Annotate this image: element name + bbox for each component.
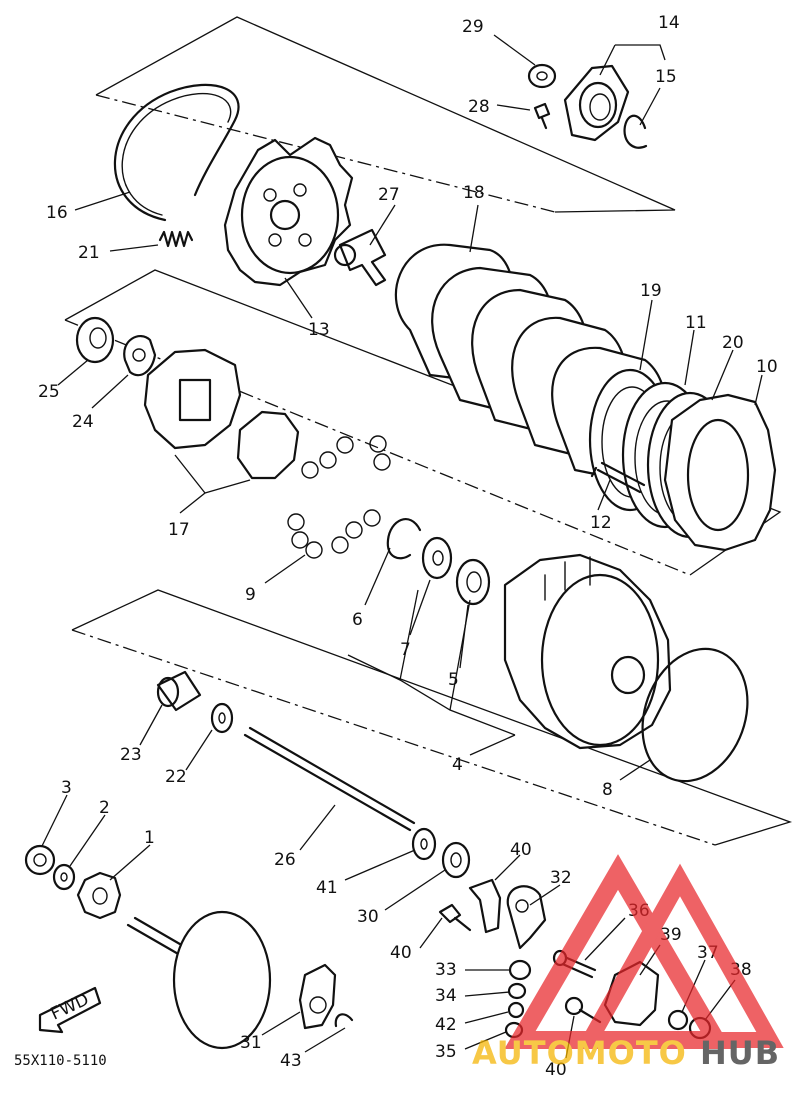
part-7-washer — [421, 536, 453, 580]
part-42-washer — [411, 827, 437, 861]
label-part-34: 34 — [435, 986, 457, 1006]
part-29-nut — [527, 63, 557, 89]
label-part-13: 13 — [308, 320, 330, 340]
label-part-24: 24 — [72, 412, 94, 432]
part-31-push-lever — [298, 963, 337, 1030]
part-30-oil-seal — [441, 841, 471, 879]
leader-lines — [41, 34, 763, 1059]
label-part-33: 33 — [435, 960, 457, 980]
label-part-18: 18 — [463, 183, 485, 203]
part-1-primary-drive-gear — [76, 871, 122, 920]
label-part-17: 17 — [168, 520, 190, 540]
label-part-22: 22 — [165, 767, 187, 787]
part-32-cable-holder — [506, 885, 547, 950]
label-part-1: 1 — [144, 828, 155, 848]
part-4-clutch-housing — [503, 553, 672, 750]
part-40-bolt-upper — [438, 903, 472, 932]
part-21-spring — [158, 230, 194, 248]
part-33-collar — [508, 959, 532, 981]
part-2-washer — [52, 863, 76, 891]
label-part-4: 4 — [452, 755, 463, 775]
label-part-6: 6 — [352, 610, 363, 630]
label-part-41: 40 — [510, 840, 532, 860]
group-box-housing — [71, 589, 793, 846]
label-part-35: 35 — [435, 1042, 457, 1062]
crankshaft-with-web — [126, 910, 272, 1050]
label-part-19: 19 — [640, 281, 662, 301]
part-34-washer — [507, 982, 527, 1000]
label-part-16: 16 — [46, 203, 68, 223]
part-10-clutch-boss — [663, 393, 777, 552]
label-part-44: 43 — [280, 1051, 302, 1071]
label-part-20: 20 — [722, 333, 744, 353]
part-22-washer — [210, 702, 234, 734]
label-part-27: 27 — [378, 185, 400, 205]
label-part-43: 42 — [435, 1015, 457, 1035]
watermark-text-right: HUB — [700, 1034, 780, 1072]
part-37-washer — [667, 1009, 689, 1031]
part-27-push-lifter — [333, 228, 387, 287]
label-part-31: 31 — [240, 1033, 262, 1053]
label-part-10: 10 — [756, 357, 778, 377]
part-14-bearing-housing — [563, 64, 630, 142]
label-part-32: 32 — [550, 868, 572, 888]
fwd-arrow: FWD — [38, 986, 102, 1034]
part-15-circlip — [623, 114, 648, 149]
part-26-push-rod — [243, 726, 416, 832]
label-part-40-lower: 40 — [545, 1060, 567, 1080]
label-part-30: 30 — [357, 907, 379, 927]
label-part-28: 28 — [468, 97, 490, 117]
part-28-screw — [533, 102, 551, 130]
part-24-lock-washer — [123, 335, 157, 377]
label-part-25: 25 — [38, 382, 60, 402]
part-3-nut — [24, 844, 56, 876]
watermark-triangle-right — [576, 863, 784, 1048]
part-8-o-ring — [641, 647, 749, 783]
part-9-steel-balls — [287, 435, 391, 559]
part-number-labels: 29 14 15 28 16 27 18 21 13 19 11 20 10 2… — [38, 13, 778, 1080]
label-part-14: 14 — [658, 13, 680, 33]
label-part-9: 9 — [245, 585, 256, 605]
part-13-pressure-plate — [223, 136, 354, 287]
part-43-spring-washer — [507, 1001, 525, 1019]
label-part-3: 3 — [61, 778, 72, 798]
part-41-bracket — [468, 878, 502, 934]
part-25-oil-seal — [75, 316, 115, 364]
part-5-thrust-washer — [455, 558, 491, 606]
label-part-8: 8 — [602, 780, 613, 800]
watermark-text-left: AUTOMOTO — [472, 1034, 687, 1072]
label-part-26: 26 — [274, 850, 296, 870]
label-part-21: 21 — [78, 243, 100, 263]
drawing-code: 55X110-5110 — [14, 1053, 107, 1069]
label-part-29: 29 — [462, 17, 484, 37]
part-12-bolt — [590, 461, 646, 494]
label-part-15: 15 — [655, 67, 677, 87]
part-17-one-way-clutch-gear — [143, 348, 300, 480]
automotohub-watermark: AUTOMOTO HUB — [472, 854, 784, 1072]
label-part-7: 7 — [400, 640, 411, 660]
part-6-circlip — [386, 518, 422, 560]
label-part-2: 2 — [99, 798, 110, 818]
label-part-40-upper: 40 — [390, 943, 412, 963]
part-23-collar — [156, 670, 202, 712]
label-part-23: 23 — [120, 745, 142, 765]
label-part-12: 12 — [590, 513, 612, 533]
label-part-11: 11 — [685, 313, 707, 333]
part-44-circlip — [334, 1013, 354, 1028]
label-part-42: 41 — [316, 878, 338, 898]
label-part-5: 5 — [448, 670, 459, 690]
